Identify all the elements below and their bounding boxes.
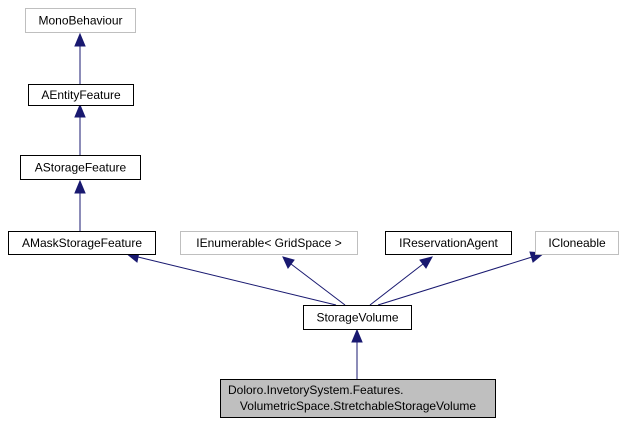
- node-ienumerable-label: IEnumerable< GridSpace >: [196, 236, 341, 250]
- node-monobehaviour: MonoBehaviour: [25, 8, 136, 33]
- node-icloneable-label: ICloneable: [548, 236, 606, 250]
- node-astoragefeature-box[interactable]: [20, 155, 141, 180]
- node-icloneable: ICloneable: [535, 231, 619, 255]
- node-ireservationagent-label[interactable]: IReservationAgent: [399, 236, 498, 250]
- node-stretchablestoragevolume-box: [220, 379, 496, 418]
- node-aentityfeature-box[interactable]: [28, 84, 134, 106]
- arrowhead-ireservationagent: [419, 256, 433, 269]
- node-ireservationagent[interactable]: IReservationAgent: [385, 231, 512, 255]
- node-amaskstoragefeature-box[interactable]: [8, 231, 156, 255]
- node-ienumerable: IEnumerable< GridSpace >: [180, 231, 358, 255]
- node-ienumerable-box: [180, 231, 358, 255]
- edge-storagevolume-to-icloneable: [377, 256, 533, 306]
- arrowhead-ienumerable: [282, 256, 295, 269]
- edge-storagevolume-to-ienumerable: [290, 263, 346, 306]
- node-monobehaviour-box: [25, 8, 136, 33]
- node-icloneable-box: [535, 231, 619, 255]
- edge-storagevolume-to-amaskstoragefeature: [137, 256, 337, 306]
- node-amaskstoragefeature[interactable]: AMaskStorageFeature: [8, 231, 156, 255]
- node-aentityfeature-label[interactable]: AEntityFeature: [41, 88, 121, 102]
- arrowhead-aentityfeature: [74, 103, 86, 118]
- edge-storagevolume-to-ireservationagent: [369, 263, 424, 306]
- node-astoragefeature[interactable]: AStorageFeature: [20, 155, 141, 180]
- arrowhead-storagevolume: [351, 328, 363, 343]
- node-stretchablestoragevolume-label-line2: VolumetricSpace.StretchableStorageVolume: [240, 399, 476, 413]
- arrowhead-monobehaviour: [74, 32, 86, 47]
- node-storagevolume-label[interactable]: StorageVolume: [316, 311, 398, 325]
- node-ireservationagent-box[interactable]: [385, 231, 512, 255]
- node-stretchablestoragevolume: Doloro.InvetorySystem.Features. Volumetr…: [220, 379, 496, 418]
- node-storagevolume[interactable]: StorageVolume: [303, 305, 412, 330]
- node-storagevolume-box[interactable]: [303, 305, 412, 330]
- node-aentityfeature[interactable]: AEntityFeature: [28, 84, 134, 106]
- arrowhead-astoragefeature: [74, 179, 86, 194]
- node-monobehaviour-label: MonoBehaviour: [38, 14, 122, 28]
- node-amaskstoragefeature-label[interactable]: AMaskStorageFeature: [22, 236, 142, 250]
- node-astoragefeature-label[interactable]: AStorageFeature: [35, 161, 127, 175]
- edges: [74, 32, 546, 379]
- node-stretchablestoragevolume-label-line1: Doloro.InvetorySystem.Features.: [228, 383, 403, 397]
